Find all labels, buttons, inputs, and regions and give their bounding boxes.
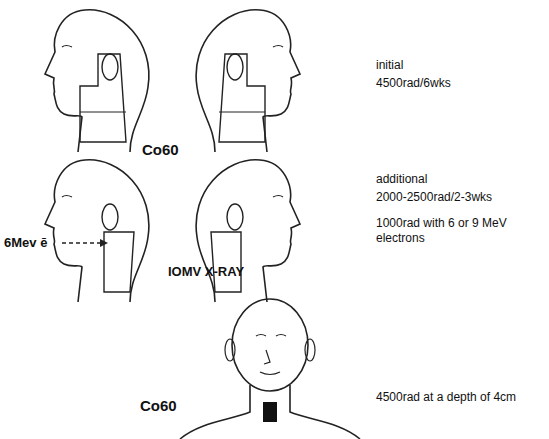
label-text: Co60 xyxy=(142,142,179,157)
label-text: 4500rad/6wks xyxy=(376,76,451,91)
label-text: 2000-2500rad/2-3wks xyxy=(376,190,492,205)
label-text: initial xyxy=(376,58,403,73)
label-text: 6Mev ē xyxy=(4,235,47,250)
label-text: IOMV X-RAY xyxy=(168,264,244,279)
label-text: additional xyxy=(376,172,427,187)
label-text: 4500rad at a depth of 4cm xyxy=(376,390,516,405)
label-text: Co60 xyxy=(140,398,177,413)
label-text: 1000rad with 6 or 9 MeV electrons xyxy=(376,216,526,246)
